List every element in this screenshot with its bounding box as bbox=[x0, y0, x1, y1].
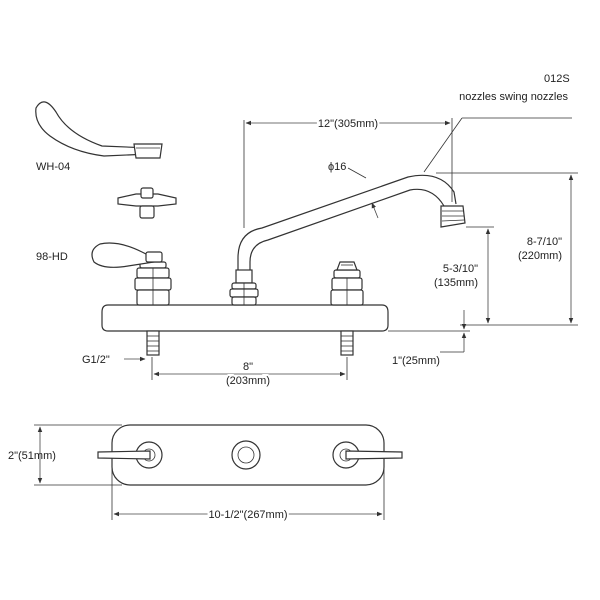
cross-handle bbox=[117, 187, 177, 219]
98-hd-label: 98-HD bbox=[36, 251, 68, 263]
nozzle bbox=[440, 205, 466, 228]
deck-plate bbox=[101, 304, 389, 332]
base-length-label: 10-1/2"(267mm) bbox=[208, 509, 287, 521]
deck-thickness-label: 1"(25mm) bbox=[392, 355, 440, 367]
top-plan-view bbox=[97, 424, 403, 486]
overall-height-mm-label: (220mm) bbox=[518, 250, 562, 262]
swing-nozzle-note: nozzles swing nozzles bbox=[459, 91, 568, 103]
spout-reach-label: 12"(305mm) bbox=[318, 118, 378, 130]
center-spacing-label: 8" bbox=[243, 361, 253, 373]
inlet-thread-label: G1/2" bbox=[82, 354, 110, 366]
center-spacing-mm-label: (203mm) bbox=[226, 375, 270, 387]
spout-height-mm-label: (135mm) bbox=[434, 277, 478, 289]
spout-height-label: 5-3/10" bbox=[443, 263, 478, 275]
diameter-label: ϕ16 bbox=[328, 161, 346, 173]
model-code-label: 012S bbox=[544, 73, 570, 85]
lever-handle-98-hd bbox=[91, 242, 155, 268]
overall-height-label: 8-7/10" bbox=[527, 236, 562, 248]
base-depth-label: 2"(51mm) bbox=[8, 450, 56, 462]
right-shank bbox=[340, 330, 354, 356]
dimension-lines bbox=[34, 117, 578, 520]
left-shank bbox=[146, 330, 160, 356]
left-valve bbox=[134, 261, 172, 306]
front-elevation-view bbox=[91, 174, 466, 356]
center-spout-base bbox=[229, 269, 259, 306]
wh-04-label: WH-04 bbox=[36, 161, 70, 173]
spout bbox=[237, 174, 466, 283]
dimension-labels: 12"(305mm) 8-7/10" (220mm) 5-3/10" (135m… bbox=[8, 116, 562, 523]
right-valve bbox=[330, 261, 364, 306]
wrist-blade-handle-wh-04 bbox=[35, 101, 163, 159]
callout-labels: 012S nozzles swing nozzles WH-04 98-HD ϕ… bbox=[36, 73, 570, 366]
